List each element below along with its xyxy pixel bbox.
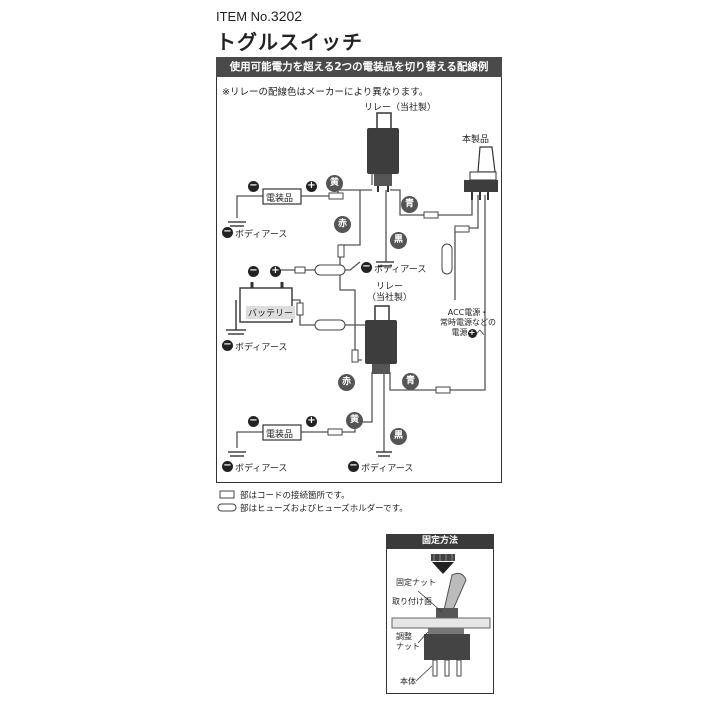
wire-red-badge: 赤 xyxy=(338,374,355,391)
body-earth-label: ボディアース xyxy=(361,464,414,474)
wire-yellow-badge: 黄 xyxy=(346,412,363,429)
acc-label-power: 電源 xyxy=(451,328,468,337)
legend-fuse-symbol xyxy=(217,503,237,512)
legend-connection-text: 部はコードの接続箇所です。 xyxy=(240,491,350,501)
wire-black-badge: 黒 xyxy=(390,232,407,249)
battery-plus-icon: + xyxy=(270,265,281,277)
minus-terminal-icon: − xyxy=(248,415,259,427)
adjust-nut-line-2: ナット xyxy=(396,642,420,651)
adjust-nut-label: 調整 ナット xyxy=(396,632,420,652)
acc-power-label: ACC電源・ 常時電源などの 電源+へ xyxy=(440,308,496,338)
wire-black-badge: 黒 xyxy=(390,428,407,445)
plus-terminal-icon: + xyxy=(306,415,317,427)
item-number-value: 3202 xyxy=(270,8,303,24)
relay-bottom-label: リレー （当社製） xyxy=(367,282,413,303)
product-title: トグルスイッチ xyxy=(216,30,363,54)
minus-terminal-icon: − xyxy=(248,180,259,192)
relay-bottom xyxy=(365,305,397,374)
legend-fuse-text: 部はヒューズおよびヒューズホルダーです。 xyxy=(240,504,408,514)
acc-label-line-2: 常時電源などの xyxy=(440,318,496,327)
relay-top xyxy=(367,112,399,192)
acc-label-to: へ xyxy=(476,328,485,337)
body-earth-label: ボディアース xyxy=(374,265,427,275)
battery-minus-icon: − xyxy=(248,265,259,277)
device-bottom-label: 電装品 xyxy=(266,430,294,440)
legend-connection-symbol xyxy=(219,490,235,499)
ground-minus-icon: − xyxy=(222,339,233,351)
ground-minus-icon: − xyxy=(222,226,233,238)
body-earth-label: ボディアース xyxy=(235,230,288,240)
wiring-diagram-heading: 使用可能電力を超える2つの電装品を切り替える配線例 xyxy=(216,57,502,77)
wire-yellow-badge: 黄 xyxy=(326,175,343,192)
ground-symbols xyxy=(226,221,394,457)
acc-label-line-3: 電源+へ xyxy=(440,328,496,338)
device-top-label: 電装品 xyxy=(266,194,294,204)
device-bottom xyxy=(262,424,302,441)
arrow-down-icon xyxy=(432,562,454,574)
wire-red-badge: 赤 xyxy=(334,216,351,233)
ground-minus-icon: − xyxy=(361,261,372,273)
toggle-switch-product xyxy=(464,146,498,200)
acc-label-line-1: ACC電源・ xyxy=(447,308,489,317)
ground-minus-icon: − xyxy=(222,460,233,472)
fuse-holders xyxy=(314,225,470,331)
relay-top-label: リレー（当社製） xyxy=(364,103,437,113)
wiring-note: ※リレーの配線色はメーカーにより異なります。 xyxy=(222,87,429,98)
plus-terminal-icon: + xyxy=(306,180,317,192)
body-earth-label: ボディアース xyxy=(235,343,288,353)
body-earth-label: ボディアース xyxy=(235,464,288,474)
fixing-nut-label: 固定ナット xyxy=(396,578,436,587)
connection-points xyxy=(294,192,451,436)
product-label: 本製品 xyxy=(462,135,490,145)
plus-icon: + xyxy=(467,328,477,338)
mount-surface-label: 取り付け面 xyxy=(392,597,432,606)
body-label: 本体 xyxy=(400,677,416,686)
item-number: ITEM No.3202 xyxy=(216,8,302,24)
device-top xyxy=(262,188,302,205)
item-prefix: ITEM No. xyxy=(216,9,271,24)
wire-blue-badge: 青 xyxy=(401,196,418,213)
wire-blue-badge: 青 xyxy=(402,373,419,390)
ground-minus-icon: − xyxy=(348,460,359,472)
adjust-nut-line-1: 調整 xyxy=(396,632,412,641)
mounting-method-heading: 固定方法 xyxy=(386,534,494,549)
battery-label: バッテリー xyxy=(246,306,296,319)
